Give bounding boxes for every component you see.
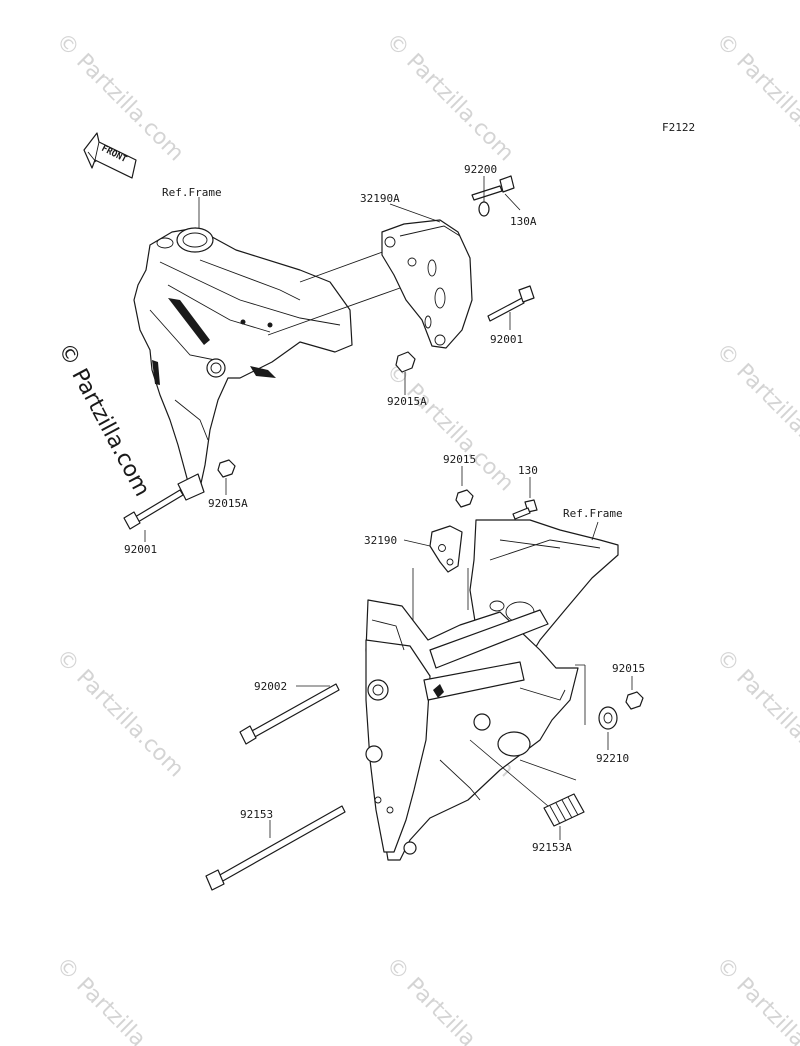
label-92002: 92002 (254, 680, 287, 693)
label-92001-top: 92001 (490, 333, 523, 346)
bolt-92153 (205, 805, 346, 891)
spacer-92153A (543, 793, 585, 827)
bracket-32190 (429, 525, 463, 573)
label-92001-left: 92001 (124, 543, 157, 556)
label-92015A-left: 92015A (208, 497, 248, 510)
label-ref-frame-bottom: Ref.Frame (563, 507, 623, 520)
upper-leader-lines (144, 176, 521, 542)
label-32190A: 32190A (360, 192, 400, 205)
nut-92015A-lower (217, 459, 236, 478)
watermark: © Partzilla.com (711, 645, 800, 783)
watermark: © Partzilla.com (51, 29, 189, 167)
label-92153: 92153 (240, 808, 273, 821)
label-130: 130 (518, 464, 538, 477)
nut-92015-mid (455, 489, 474, 508)
watermark: © Partzilla.com (381, 359, 519, 497)
lower-frame-section (365, 519, 619, 861)
label-92015-mid: 92015 (443, 453, 476, 466)
watermark: © Partzilla.com (51, 645, 189, 783)
bolt-92001-lower (123, 473, 205, 530)
nut-92015-right (625, 691, 644, 710)
bolt-130A (471, 175, 515, 201)
bolt-92002 (239, 683, 340, 745)
label-130A: 130A (510, 215, 537, 228)
upper-frame-section (133, 227, 401, 489)
bolt-130 (512, 499, 538, 520)
bracket-32190A (381, 219, 473, 349)
front-arrow-icon: FRONT (83, 132, 137, 179)
label-92210: 92210 (596, 752, 629, 765)
watermark: © Partzilla.com (711, 953, 800, 1046)
watermark-grid: © Partzilla.com © Partzilla.com © Partzi… (51, 29, 800, 1046)
label-92200: 92200 (464, 163, 497, 176)
figure-code: F2122 (662, 121, 695, 134)
label-ref-frame-top: Ref.Frame (162, 186, 222, 199)
washer-92200 (478, 201, 490, 217)
nut-92015A-upper (395, 351, 416, 373)
label-92153A: 92153A (532, 841, 572, 854)
bolt-92001-upper (487, 285, 535, 322)
collar-92210 (598, 706, 618, 730)
watermark: © Partzilla.com (711, 339, 800, 477)
watermark: © Partzilla.com (51, 953, 189, 1046)
label-32190: 32190 (364, 534, 397, 547)
side-watermark: © Partzilla.com (53, 339, 155, 501)
watermark: © Partzilla.com (381, 953, 519, 1046)
label-92015-right: 92015 (612, 662, 645, 675)
lower-leader-lines (269, 466, 633, 840)
label-92015A-top: 92015A (387, 395, 427, 408)
watermark: © Partzilla.com (381, 29, 519, 167)
watermark: © Partzilla.com (711, 29, 800, 167)
